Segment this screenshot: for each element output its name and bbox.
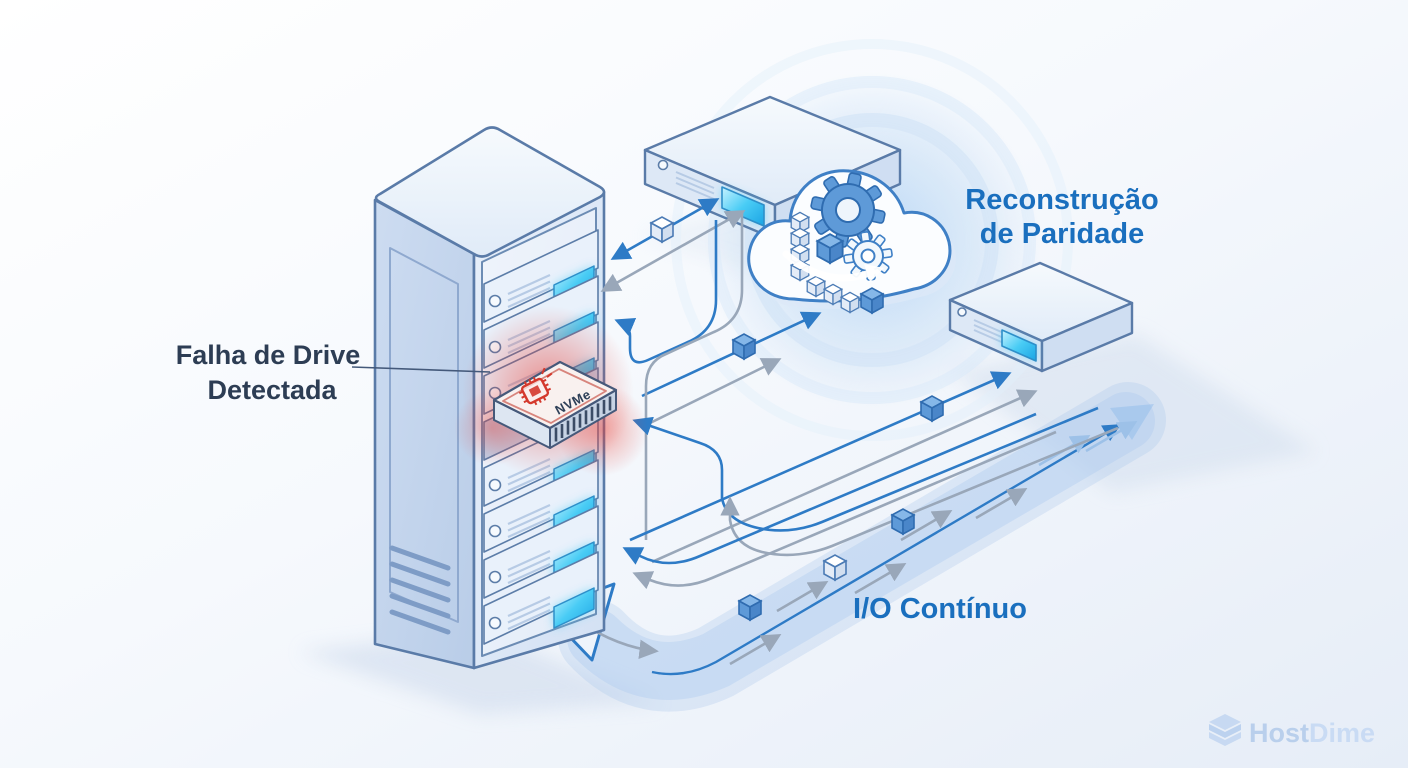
rack-vents [389, 545, 451, 635]
parity-label-line2: de Paridade [980, 218, 1144, 250]
warning-chip-icon [518, 367, 553, 406]
data-cube-icon [650, 216, 674, 243]
band-arrow-1 [729, 634, 782, 666]
data-cube-icon [738, 594, 762, 621]
data-cube-icon [920, 395, 944, 422]
band-main-flow-arrow [651, 424, 1122, 676]
to-nas-arrow-blue [629, 371, 1012, 542]
bay-led-button [488, 524, 502, 538]
lower-return-arrow-gray [632, 430, 1057, 590]
data-cube-icon [860, 287, 884, 314]
rack-side-panel [389, 247, 459, 623]
to-cloud-arrow-gray [647, 358, 782, 426]
io-stream-band [542, 382, 1166, 712]
rebuild-swoosh-arrow [782, 250, 876, 282]
parity-cloud [747, 169, 956, 314]
band-arrow-5 [975, 488, 1028, 520]
sync-arrow-gray [600, 210, 746, 292]
lower-return-arrow-blue [622, 412, 1037, 565]
loop-line-gray [644, 212, 744, 540]
rack-top-face [374, 126, 606, 258]
bay-led-button [488, 294, 502, 308]
drive-connector-pins [554, 396, 612, 442]
rebuild-return-arrow-blue [632, 406, 1099, 532]
drive-failure-callout: Falha de Drive Detectada [176, 340, 491, 405]
hostdime-logo-icon [1209, 714, 1241, 746]
loop-return-arrow-blue [614, 220, 718, 364]
bay-led-button [488, 616, 502, 630]
right-nas-screen [1001, 329, 1037, 362]
continuous-io-label: I/O Contínuo [853, 593, 1027, 625]
data-cube-icon [732, 333, 756, 360]
bay-led-button [488, 570, 502, 584]
gear-large-icon [810, 172, 886, 248]
band-arrow-7 [1085, 421, 1138, 453]
data-cube-icon [823, 554, 847, 581]
data-cube-icon [891, 508, 915, 535]
to-cloud-arrow-blue [641, 311, 822, 398]
right-nas-button [957, 307, 967, 317]
drive-failure-label-line1: Falha de Drive [176, 340, 361, 370]
bay-led-button [488, 478, 502, 492]
band-arrow-3 [854, 563, 907, 595]
right-nas-server [948, 261, 1134, 373]
drive-failure-label-line2: Detectada [207, 375, 337, 405]
hostdime-logo: HostDime [1209, 714, 1375, 748]
callout-line [351, 366, 491, 373]
band-arrow-4 [900, 510, 953, 542]
bay-screen [553, 587, 595, 629]
failed-nvme-drive: NVMe [454, 306, 648, 478]
parity-rebuild-callout: Reconstrução de Paridade [965, 184, 1158, 250]
rack-floor-shadow [300, 630, 660, 714]
band-arrow-2 [776, 581, 829, 613]
hostdime-logo-text: HostDime [1249, 718, 1375, 748]
rack-bay [483, 551, 599, 645]
data-flow-arrows [600, 198, 1119, 590]
parity-label-line1: Reconstrução [965, 184, 1158, 216]
rebuild-return-arrow-gray [720, 426, 1119, 557]
right-nas-right-face [1040, 301, 1134, 373]
data-cube-icon [816, 233, 844, 264]
to-nas-arrow-gray [651, 389, 1038, 564]
top-nas-button [657, 159, 669, 171]
rebuild-swoosh-tip [864, 264, 884, 282]
